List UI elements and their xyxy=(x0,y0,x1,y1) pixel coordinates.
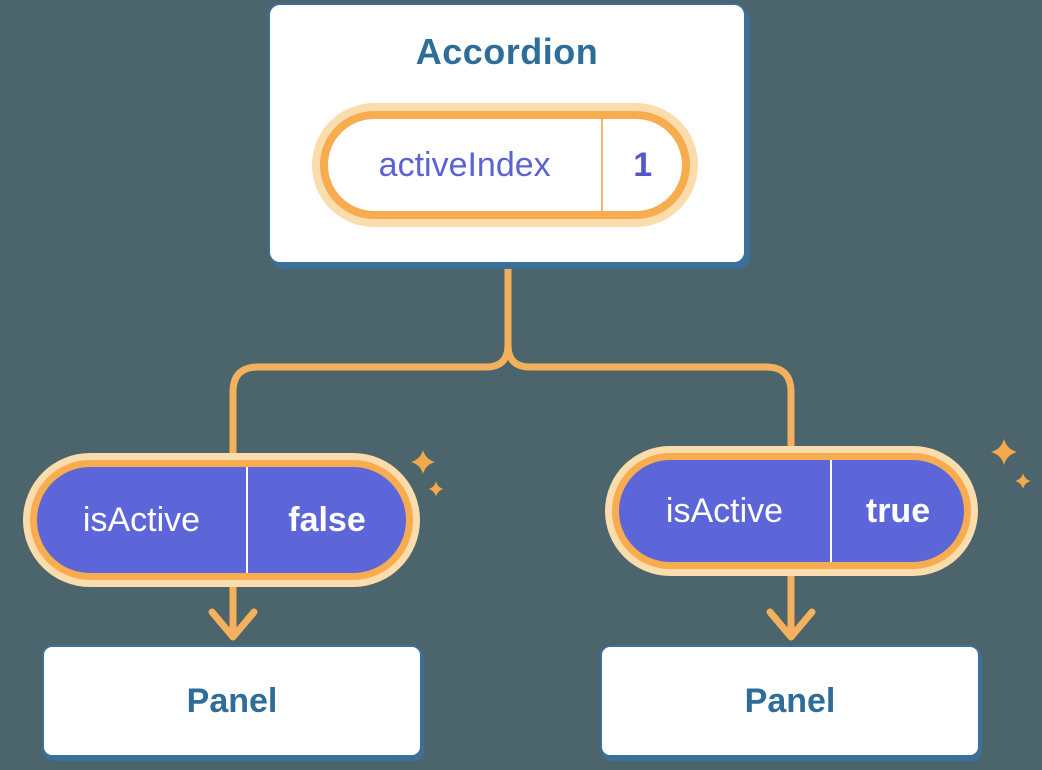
connector-left-branch xyxy=(229,258,512,474)
state-value: 1 xyxy=(633,145,653,184)
pill-divider xyxy=(601,119,604,211)
sparkle-icon xyxy=(991,439,1017,465)
prop-value: false xyxy=(288,500,366,539)
prop-pill-isactive-false: isActive false xyxy=(30,460,413,580)
pill-divider xyxy=(246,467,248,573)
sparkle-icon xyxy=(428,481,444,497)
accordion-title: Accordion xyxy=(415,31,599,72)
prop-name: isActive xyxy=(665,491,784,530)
prop-pill-isactive-true: isActive true xyxy=(612,453,971,569)
accordion-card: Accordion activeIndex 1 xyxy=(268,3,746,264)
prop-name: isActive xyxy=(82,500,201,539)
arrow-left-head-icon xyxy=(208,608,258,641)
prop-value: true xyxy=(865,491,931,530)
state-pill-active-index: activeIndex 1 xyxy=(320,111,690,219)
state-name: activeIndex xyxy=(378,145,551,184)
panel-card-left: Panel xyxy=(42,645,422,757)
connector-right-branch xyxy=(504,258,795,467)
sparkle-icon xyxy=(411,450,435,474)
pill-divider xyxy=(830,460,832,562)
sparkle-icon xyxy=(1015,473,1031,489)
arrow-right-head-icon xyxy=(766,608,816,641)
panel-card-right: Panel xyxy=(600,645,980,757)
